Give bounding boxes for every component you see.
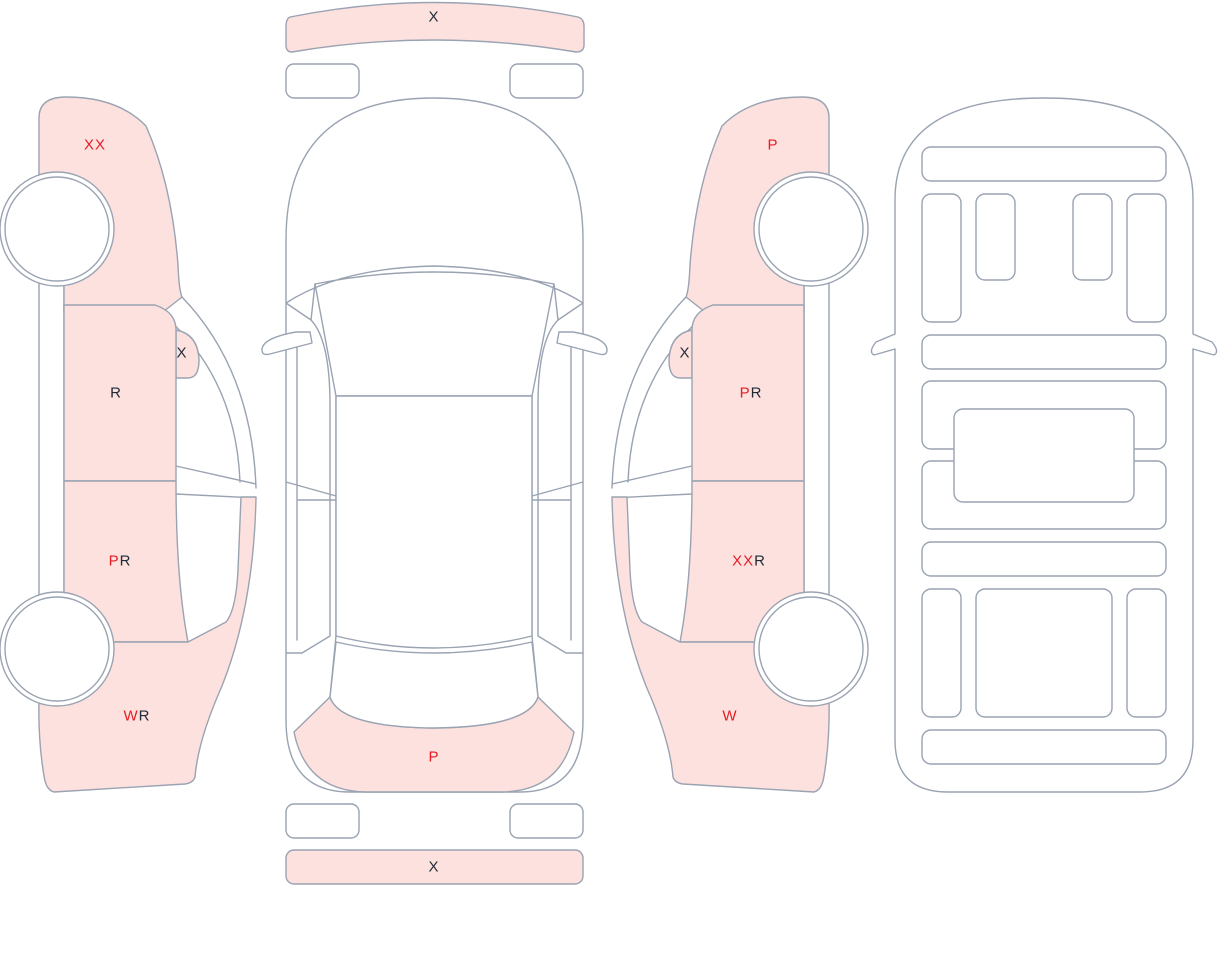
top-left-door-lines <box>285 319 337 654</box>
damage-code-part: X <box>428 858 440 876</box>
top-right-mirror[interactable] <box>556 331 608 356</box>
rear-left-taillight[interactable] <box>285 803 360 839</box>
right-window-frame <box>611 296 702 499</box>
left-rocker-panel[interactable] <box>38 281 65 598</box>
right-rear-quarter-panel[interactable] <box>611 496 830 793</box>
right-rocker-panel[interactable] <box>803 281 830 598</box>
front-left-headlight[interactable] <box>285 63 360 99</box>
top-left-mirror[interactable] <box>261 331 313 356</box>
right-front-fender-code: P <box>767 138 778 153</box>
rear-right-taillight[interactable] <box>509 803 584 839</box>
damage-code-part: XX <box>83 136 107 154</box>
underbody-view <box>870 97 1218 793</box>
damage-code-part: P <box>428 748 440 766</box>
damage-code-part: W <box>722 707 738 725</box>
right-rear-wheel[interactable] <box>758 596 864 702</box>
damage-code-part: R <box>754 552 766 570</box>
left-front-door-panel[interactable] <box>63 304 177 482</box>
left-rear-quarter-code: WR <box>123 709 150 724</box>
damage-code-part: X <box>679 344 691 362</box>
left-front-fender-code: XX <box>84 138 106 153</box>
front-right-headlight[interactable] <box>509 63 584 99</box>
left-rear-rail[interactable] <box>921 588 962 718</box>
center-tunnel[interactable] <box>953 408 1135 503</box>
top-right-door-lines <box>531 319 584 654</box>
left-rear-door-code: PR <box>109 554 132 569</box>
trunk-floor[interactable] <box>975 588 1113 718</box>
roof-panel[interactable] <box>335 395 533 649</box>
right-rear-rail[interactable] <box>1126 588 1167 718</box>
right-front-door-panel[interactable] <box>691 304 805 482</box>
damage-code-part: W <box>123 707 139 725</box>
right-rear-door-code: XXR <box>732 554 766 569</box>
damage-code-part: XX <box>732 552 755 570</box>
right-engine-mount[interactable] <box>1072 193 1113 281</box>
rear-bumper-code: X <box>428 860 439 875</box>
hood-panel[interactable] <box>285 265 584 321</box>
left-side-view <box>0 96 257 793</box>
right-front-wheel[interactable] <box>758 176 864 282</box>
left-mirror-panel[interactable] <box>175 329 200 379</box>
right-mirror-panel[interactable] <box>668 329 693 379</box>
right-rear-quarter-code: W <box>722 709 737 724</box>
front-bumper-code: X <box>428 10 439 25</box>
rear-crossmember[interactable] <box>921 541 1167 577</box>
damage-code-part: X <box>428 8 440 26</box>
left-rear-quarter-panel[interactable] <box>38 496 257 793</box>
left-engine-mount[interactable] <box>975 193 1016 281</box>
left-mirror-code: X <box>176 346 187 361</box>
right-side-view <box>611 96 869 793</box>
left-window-frame <box>166 296 257 499</box>
front-crossmember[interactable] <box>921 146 1167 182</box>
rear-panel[interactable] <box>921 729 1167 765</box>
damage-code-part: R <box>138 707 151 725</box>
rear-glass[interactable] <box>329 641 539 729</box>
right-front-rail[interactable] <box>1126 193 1167 323</box>
firewall-crossmember[interactable] <box>921 334 1167 370</box>
damage-code-part: P <box>108 552 120 570</box>
right-mirror-code: X <box>679 346 690 361</box>
left-front-rail[interactable] <box>921 193 962 323</box>
damage-code-part: P <box>739 384 751 402</box>
top-view <box>261 97 608 793</box>
left-front-door-code: R <box>110 386 122 401</box>
damage-code-part: R <box>119 552 132 570</box>
left-front-wheel[interactable] <box>4 176 110 282</box>
damage-code-part: R <box>750 384 763 402</box>
front-bumper-panel[interactable] <box>285 1 585 53</box>
right-front-door-code: PR <box>740 386 763 401</box>
left-rear-wheel[interactable] <box>4 596 110 702</box>
damage-code-part: R <box>110 384 122 402</box>
damage-code-part: X <box>176 344 188 362</box>
rear-bumper-panel[interactable] <box>285 849 584 885</box>
trunk-lid-code: P <box>428 750 439 765</box>
damage-code-part: P <box>767 136 779 154</box>
